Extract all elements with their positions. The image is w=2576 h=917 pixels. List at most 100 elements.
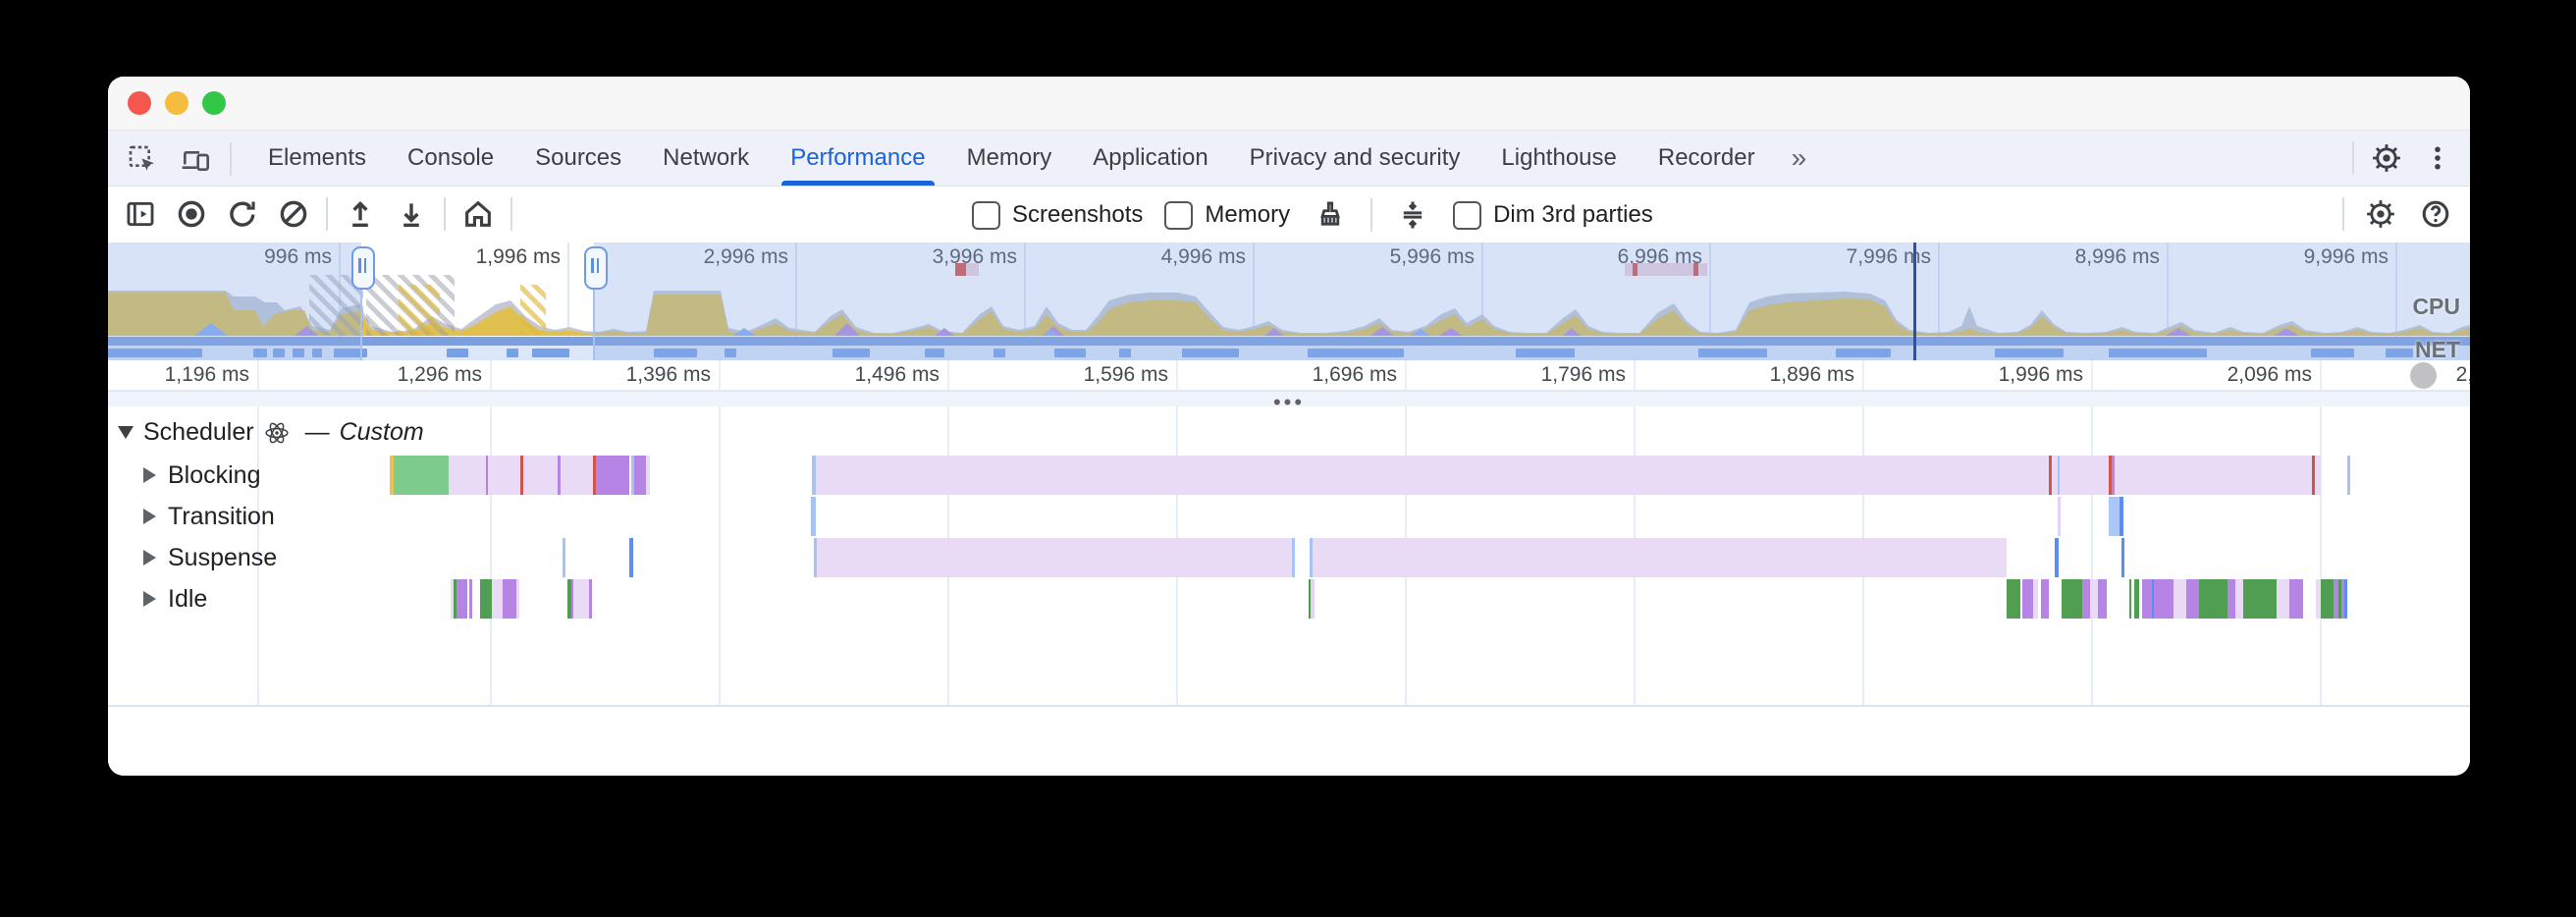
more-tabs-chevron[interactable]: » (1791, 142, 1807, 173)
flame-bar[interactable] (634, 456, 646, 495)
selection-handle-left[interactable] (351, 246, 375, 290)
flame-bar[interactable] (593, 456, 596, 495)
flame-bar[interactable] (2134, 579, 2139, 619)
screenshots-checkbox[interactable]: Screenshots (972, 200, 1143, 230)
flame-bar[interactable] (2058, 497, 2061, 536)
flame-bar[interactable] (2235, 579, 2243, 619)
tab-privacy-and-security[interactable]: Privacy and security (1249, 144, 1461, 171)
selection-handle-right[interactable] (584, 246, 608, 290)
flame-bar[interactable] (1292, 538, 1295, 577)
flame-bar[interactable] (2058, 456, 2060, 495)
more-options-kebab-icon[interactable] (2419, 139, 2456, 177)
help-icon[interactable] (2417, 195, 2454, 233)
upload-icon[interactable] (342, 195, 379, 233)
tab-network[interactable]: Network (663, 144, 750, 171)
flame-bar[interactable] (2243, 579, 2277, 619)
checkbox-box[interactable] (1164, 200, 1194, 230)
tab-lighthouse[interactable]: Lighthouse (1501, 144, 1617, 171)
flame-bar[interactable] (2341, 579, 2344, 619)
flame-bar[interactable] (558, 456, 561, 495)
checkbox-box[interactable] (1453, 200, 1482, 230)
flame-bar[interactable] (1309, 579, 1311, 619)
tab-console[interactable]: Console (407, 144, 495, 171)
flame-bar[interactable] (2062, 579, 2082, 619)
flame-bar[interactable] (646, 456, 650, 495)
flame-bar[interactable] (2334, 579, 2338, 619)
flame-bar[interactable] (2289, 579, 2303, 619)
flame-bar[interactable] (520, 456, 523, 495)
flame-bar[interactable] (492, 579, 503, 619)
flame-bar[interactable] (2152, 579, 2154, 619)
flame-bar[interactable] (2007, 579, 2020, 619)
tab-recorder[interactable]: Recorder (1657, 144, 1755, 171)
track-row-label-suspense[interactable]: Suspense (143, 537, 277, 578)
flame-bar[interactable] (2022, 579, 2033, 619)
flame-bar[interactable] (2186, 579, 2199, 619)
flame-bar[interactable] (469, 579, 472, 619)
flame-bar[interactable] (480, 579, 492, 619)
flame-bar[interactable] (454, 579, 456, 619)
flame-bar[interactable] (2115, 456, 2312, 495)
flame-bar[interactable] (2347, 456, 2350, 495)
flame-bar[interactable] (817, 538, 1292, 577)
collapse-expander-icon[interactable] (118, 426, 134, 439)
flame-bar[interactable] (2033, 579, 2038, 619)
flame-bar[interactable] (563, 538, 565, 577)
track-row-label-blocking[interactable]: Blocking (143, 455, 261, 496)
flame-bar[interactable] (2112, 456, 2115, 495)
flame-bar[interactable] (589, 579, 592, 619)
flame-bar[interactable] (2316, 579, 2321, 619)
flame-bar[interactable] (2174, 579, 2186, 619)
flame-bar[interactable] (631, 456, 634, 495)
flame-bar[interactable] (523, 456, 558, 495)
tab-elements[interactable]: Elements (268, 144, 367, 171)
flame-bar[interactable] (596, 456, 629, 495)
track-row-label-idle[interactable]: Idle (143, 578, 207, 620)
flame-bar[interactable] (2338, 579, 2341, 619)
flame-bar[interactable] (456, 579, 467, 619)
tab-memory[interactable]: Memory (966, 144, 1052, 171)
flame-bar[interactable] (2052, 456, 2058, 495)
collapse-icon[interactable] (1394, 196, 1431, 234)
reload-icon[interactable] (224, 195, 261, 233)
flame-bar[interactable] (2098, 579, 2107, 619)
flame-bar[interactable] (451, 579, 454, 619)
flame-bar[interactable] (390, 456, 394, 495)
tab-sources[interactable]: Sources (535, 144, 622, 171)
flame-bar[interactable] (814, 538, 817, 577)
flame-bar[interactable] (2321, 579, 2334, 619)
flame-bar[interactable] (2041, 579, 2049, 619)
settings-gear-icon[interactable] (2368, 139, 2405, 177)
zoom-window-button[interactable] (202, 91, 226, 115)
panel-toggle-icon[interactable] (122, 195, 159, 233)
flame-bar[interactable] (2109, 456, 2112, 495)
home-icon[interactable] (459, 195, 497, 233)
checkbox-box[interactable] (972, 200, 1000, 230)
track-header-scheduler[interactable]: Scheduler — Custom (118, 418, 424, 447)
clear-icon[interactable] (275, 195, 312, 233)
flame-bar[interactable] (571, 579, 573, 619)
memory-checkbox[interactable]: Memory (1164, 200, 1290, 230)
flame-bar[interactable] (1310, 538, 1313, 577)
device-toolbar-icon[interactable] (177, 140, 214, 178)
flame-bar[interactable] (449, 456, 520, 495)
flame-bar[interactable] (567, 579, 571, 619)
flame-bar[interactable] (2312, 456, 2315, 495)
flame-bar[interactable] (2277, 579, 2289, 619)
close-window-button[interactable] (128, 91, 151, 115)
record-icon[interactable] (173, 195, 210, 233)
flame-bar[interactable] (1313, 538, 2007, 577)
flame-bar[interactable] (2315, 456, 2321, 495)
flame-bar[interactable] (2129, 579, 2131, 619)
flame-bar[interactable] (561, 456, 593, 495)
inspect-icon[interactable] (124, 140, 161, 178)
flame-bar[interactable] (2227, 579, 2235, 619)
tab-application[interactable]: Application (1093, 144, 1208, 171)
download-icon[interactable] (393, 195, 430, 233)
capture-settings-gear-icon[interactable] (2362, 195, 2399, 233)
flame-bar[interactable] (2199, 579, 2227, 619)
flame-bar[interactable] (2090, 579, 2098, 619)
